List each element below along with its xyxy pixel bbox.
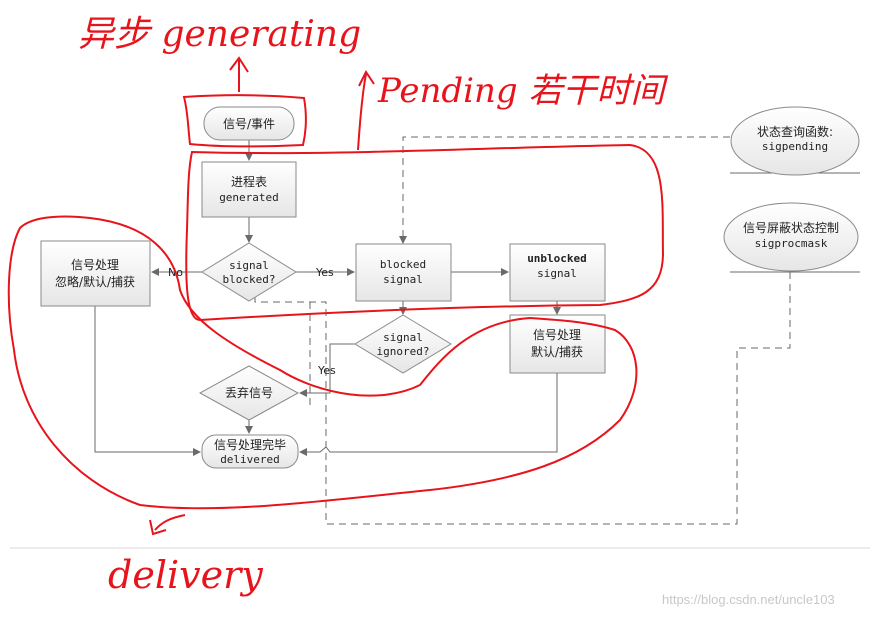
signal-blocked-label-1: signal	[229, 259, 269, 272]
sigpending-label-1: 状态查询函数:	[757, 124, 833, 139]
signal-event-label: 信号/事件	[223, 117, 275, 131]
blocked-signal-label-2: signal	[383, 273, 423, 286]
pending-time-annotation: Pending 若干时间	[377, 71, 668, 111]
unblocked-signal-node: unblocked signal	[509, 243, 606, 302]
handle-left-label-1: 信号处理	[71, 258, 119, 272]
sigpending-node: 状态查询函数: sigpending	[730, 106, 860, 176]
watermark: https://blog.csdn.net/uncle103	[662, 592, 835, 607]
delivery-annotation: delivery	[108, 553, 263, 597]
signal-ignored-label-1: signal	[383, 331, 423, 344]
edge-label-yes-ignored: Yes	[317, 364, 336, 377]
connectors	[94, 140, 561, 456]
unblocked-signal-label-1: unblocked	[527, 252, 587, 265]
delivery-enclosure	[7, 215, 638, 510]
async-generating-annotation: 异步 generating	[78, 14, 361, 55]
discard-signal-node: 丢弃信号	[198, 365, 300, 421]
sigprocmask-label-1: 信号屏蔽状态控制	[743, 221, 839, 235]
pending-arrow	[357, 73, 367, 151]
delivery-arrow	[154, 514, 186, 531]
signal-ignored-decision: signal ignored?	[354, 314, 452, 374]
done-label-2: delivered	[220, 453, 280, 466]
red-annotations	[7, 56, 665, 536]
process-table-label-2: generated	[219, 191, 279, 204]
pending-enclosure	[185, 143, 665, 322]
blocked-signal-node: blocked signal	[355, 243, 452, 302]
signal-event-highlight	[182, 94, 307, 148]
handle-right-label-2: 默认/捕获	[531, 344, 583, 359]
handle-left-node: 信号处理 忽略/默认/捕获	[40, 240, 151, 307]
blocked-signal-label-1: blocked	[380, 258, 426, 271]
process-table-node: 进程表 generated	[201, 161, 297, 218]
unblocked-signal-label-2: signal	[537, 267, 577, 280]
sigprocmask-label-2: sigprocmask	[755, 237, 828, 250]
handle-right-label-1: 信号处理	[533, 328, 581, 342]
process-table-label-1: 进程表	[231, 174, 267, 189]
edge-label-yes-blocked: Yes	[315, 266, 334, 279]
signal-ignored-label-2: ignored?	[377, 345, 430, 358]
discard-signal-label: 丢弃信号	[225, 385, 273, 400]
handle-left-label-2: 忽略/默认/捕获	[55, 274, 135, 289]
signal-blocked-label-2: blocked?	[223, 273, 276, 286]
signal-event-node: 信号/事件	[203, 106, 295, 141]
signal-blocked-decision: signal blocked?	[201, 242, 297, 302]
dashed-connectors	[254, 136, 791, 525]
done-label-1: 信号处理完毕	[214, 437, 286, 452]
done-node: 信号处理完毕 delivered	[201, 434, 299, 469]
sigpending-label-2: sigpending	[762, 140, 828, 153]
sigprocmask-node: 信号屏蔽状态控制 sigprocmask	[723, 202, 859, 272]
